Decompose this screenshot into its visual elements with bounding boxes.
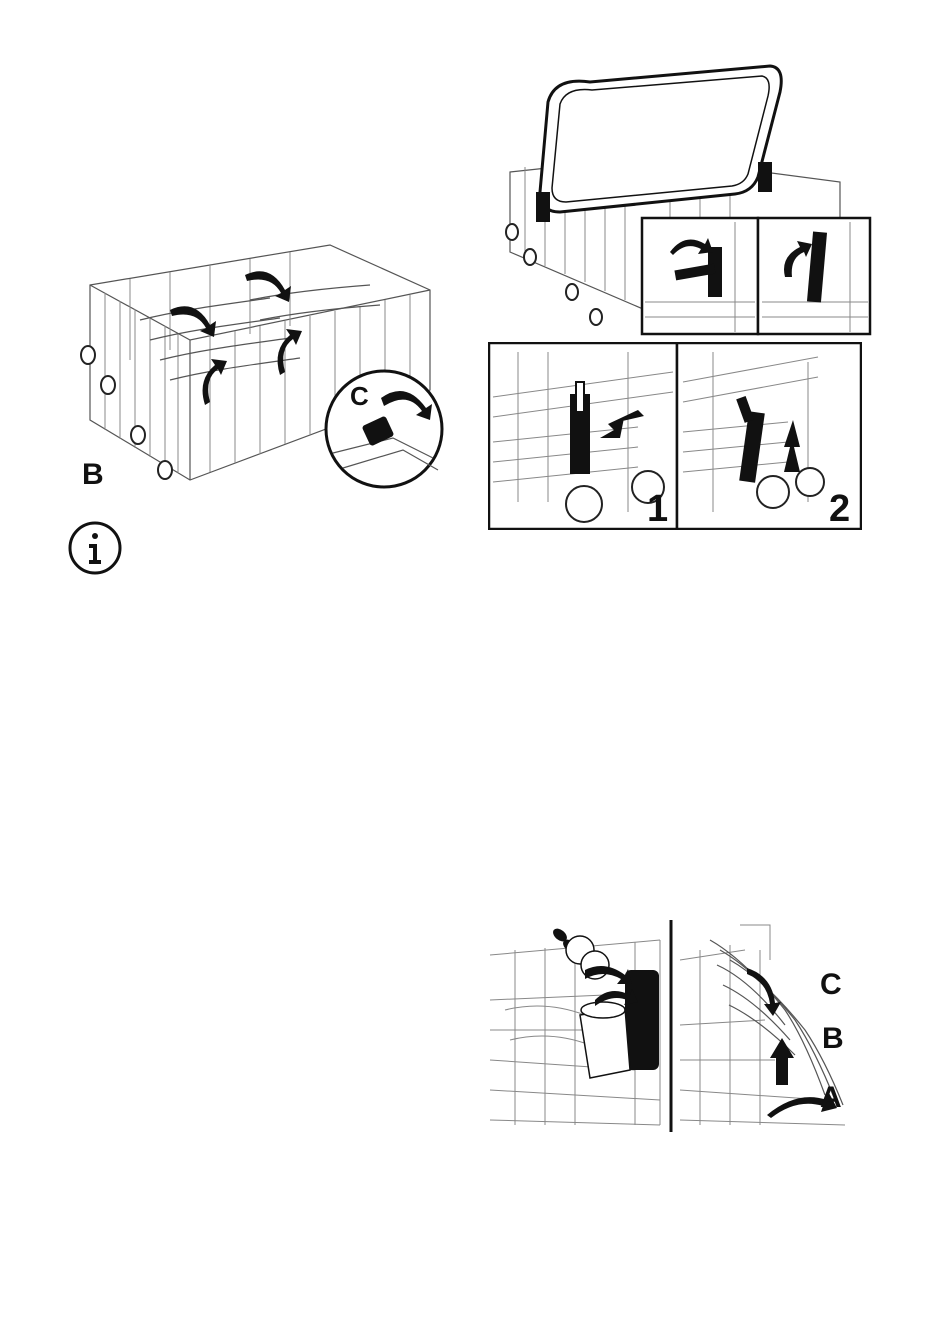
- step-label-2: 2: [829, 490, 850, 528]
- inset-label-c: C: [350, 383, 369, 409]
- inset-c-detail: [323, 368, 445, 490]
- info-icon: [67, 520, 123, 576]
- shelf-label-a: A: [820, 1083, 842, 1113]
- figure-label-b: B: [82, 460, 104, 490]
- shelf-label-c: C: [820, 970, 842, 1000]
- tray-rack-figure: [500, 62, 872, 337]
- shelf-label-b: B: [822, 1024, 844, 1054]
- step-label-1: 1: [647, 490, 668, 528]
- height-adjust-figure: [488, 342, 862, 530]
- cup-shelf-figure: [485, 920, 857, 1132]
